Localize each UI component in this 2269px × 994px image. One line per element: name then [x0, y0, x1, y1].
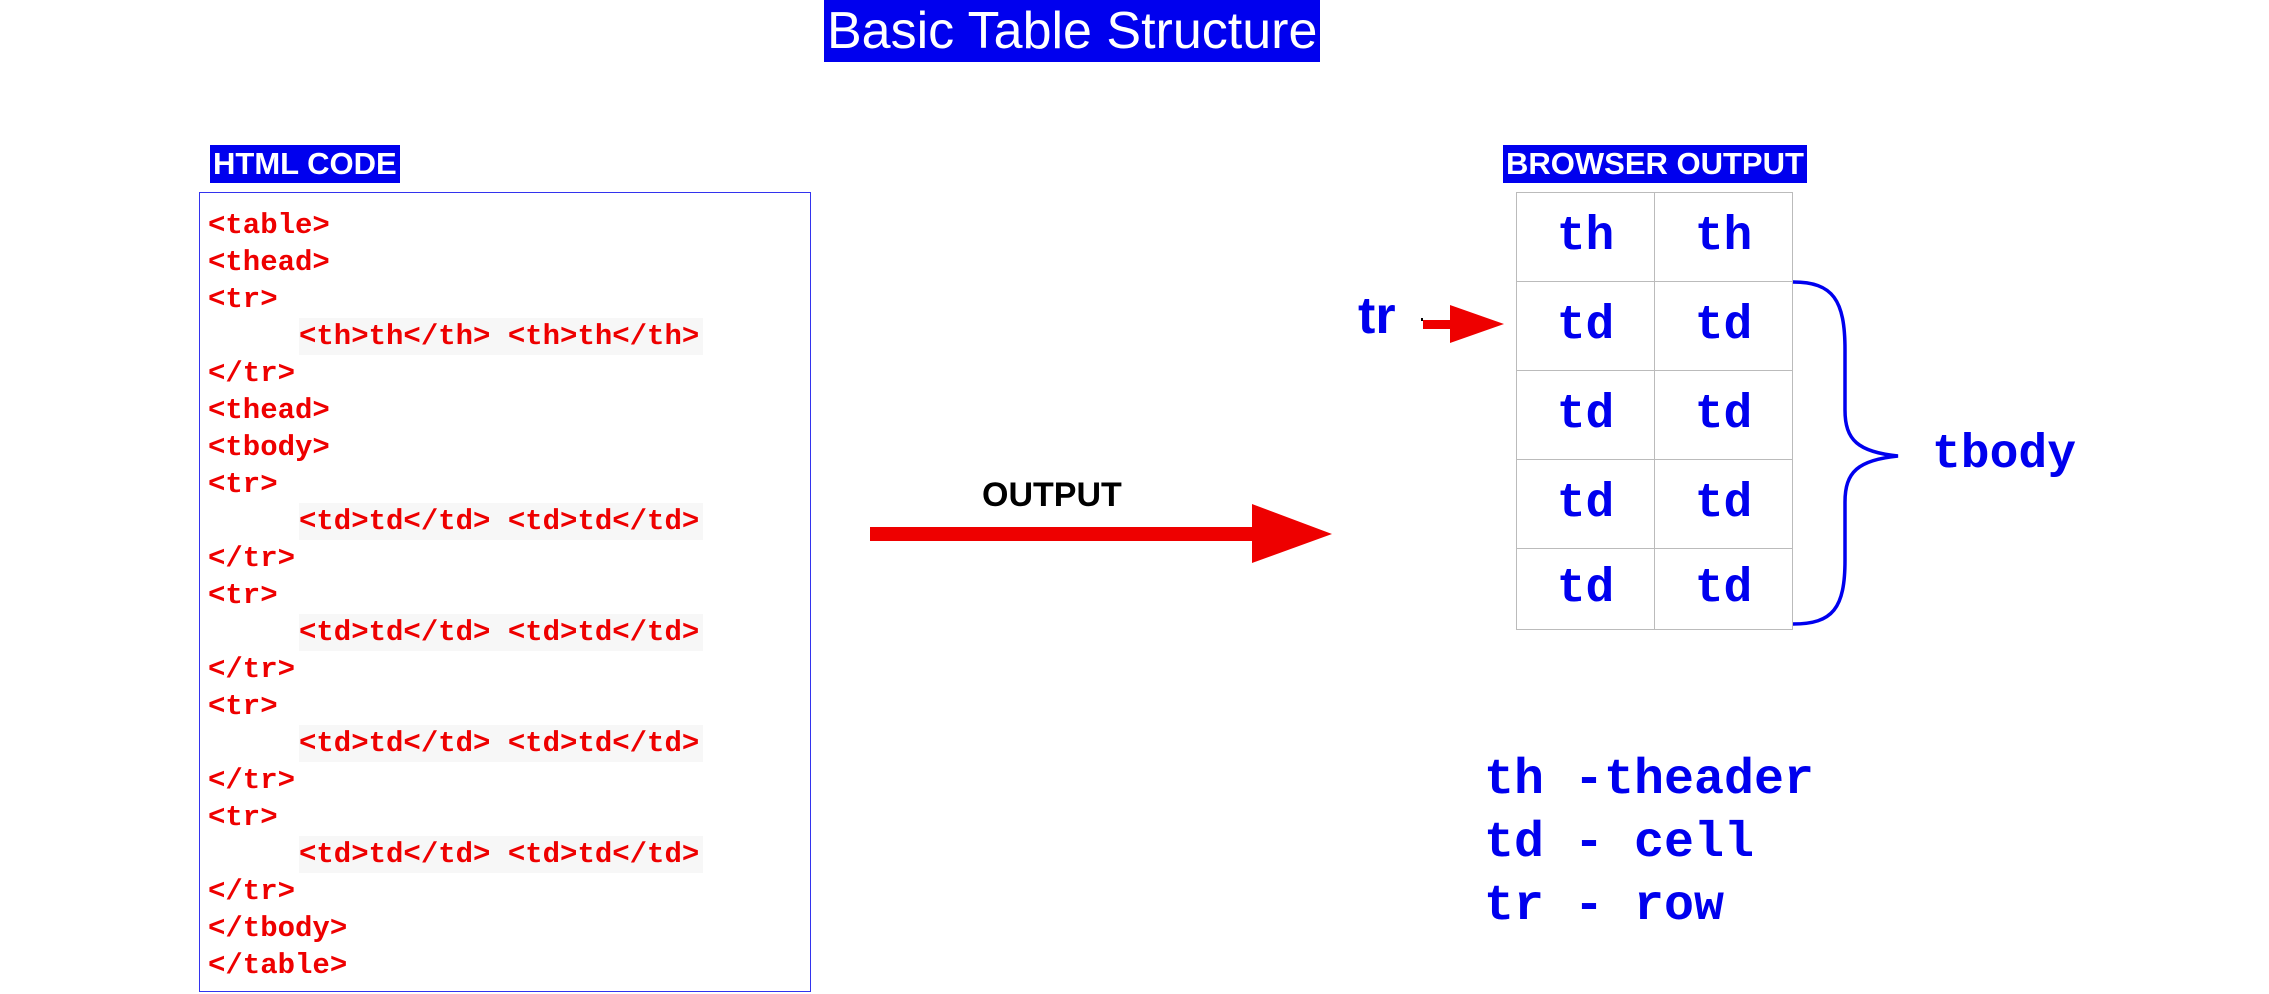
code-line: <td>td</td> <td>td</td>: [299, 725, 704, 762]
tr-pointer-arrow: [1421, 305, 1504, 343]
header-cell: th: [1654, 192, 1793, 282]
table-row: th th: [1516, 192, 1793, 282]
table-cell: td: [1516, 459, 1655, 549]
table-row: td td: [1516, 281, 1793, 371]
code-line: <th>th</th> <th>th</th>: [299, 318, 704, 355]
table-row: td td: [1516, 370, 1793, 460]
code-line: </tr>: [208, 875, 296, 908]
browser-output-label: BROWSER OUTPUT: [1503, 145, 1807, 183]
output-arrow-label: OUTPUT: [982, 476, 1122, 514]
table-row: td td: [1516, 548, 1793, 630]
code-line: <tr>: [208, 283, 278, 316]
legend-item: th -theader: [1484, 752, 1815, 809]
page-title: Basic Table Structure: [824, 0, 1321, 62]
header-cell: th: [1516, 192, 1655, 282]
table-row: td td: [1516, 459, 1793, 549]
code-line: <tr>: [208, 579, 278, 612]
tbody-brace: [1792, 280, 1899, 626]
table-cell: td: [1516, 370, 1655, 460]
tbody-label: tbody: [1932, 428, 2077, 482]
code-line: </tr>: [208, 764, 296, 797]
code-line: <tbody>: [208, 431, 330, 464]
html-code-label: HTML CODE: [210, 145, 400, 183]
output-table: th th td td td td td td td td: [1516, 192, 1793, 630]
code-line: </tr>: [208, 542, 296, 575]
code-line: </tbody>: [208, 912, 348, 945]
table-cell: td: [1654, 370, 1793, 460]
html-code-box: <table> <thead> <tr> <th>th</th> <th>th<…: [199, 192, 811, 992]
table-cell: td: [1516, 548, 1655, 630]
table-cell: td: [1654, 281, 1793, 371]
legend-item: td - cell: [1484, 815, 1755, 872]
code-line: </tr>: [208, 357, 296, 390]
table-cell: td: [1516, 281, 1655, 371]
code-line: <tr>: [208, 468, 278, 501]
code-line: </tr>: [208, 653, 296, 686]
code-line: <tr>: [208, 801, 278, 834]
code-line: <td>td</td> <td>td</td>: [299, 503, 704, 540]
table-cell: td: [1654, 548, 1793, 630]
code-line: </table>: [208, 949, 348, 982]
code-line: <table>: [208, 209, 330, 242]
output-arrow: [870, 504, 1332, 563]
code-line: <thead>: [208, 394, 330, 427]
table-cell: td: [1654, 459, 1793, 549]
code-line: <td>td</td> <td>td</td>: [299, 614, 704, 651]
code-line: <td>td</td> <td>td</td>: [299, 836, 704, 873]
legend-item: tr - row: [1484, 878, 1725, 935]
tr-label: tr: [1358, 287, 1396, 345]
code-line: <tr>: [208, 690, 278, 723]
code-line: <thead>: [208, 246, 330, 279]
